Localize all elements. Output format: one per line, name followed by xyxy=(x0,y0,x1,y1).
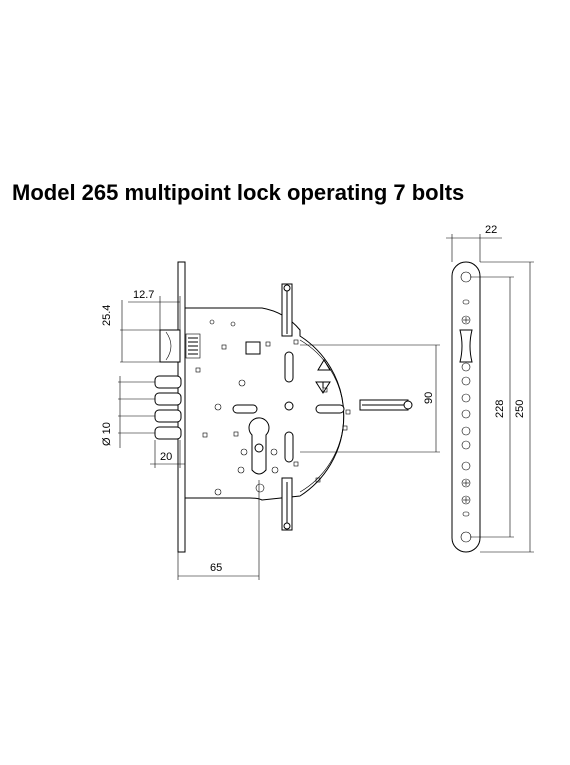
triangle-logo-icon xyxy=(317,359,331,371)
latch-offset-label: 25.4 xyxy=(101,305,113,326)
lock-body xyxy=(154,261,413,553)
latch-window xyxy=(459,329,473,363)
screw-holes xyxy=(195,319,351,496)
vertical-rods xyxy=(281,283,293,531)
latch-bevel xyxy=(165,331,172,361)
strike-dimensions: 22 228 250 xyxy=(446,224,534,553)
case-inner-arc xyxy=(299,339,344,493)
strike-screws xyxy=(461,315,471,505)
slot-left xyxy=(232,404,258,414)
pin-logo-icon xyxy=(315,381,331,394)
page-title: Model 265 multipoint lock operating 7 bo… xyxy=(12,180,465,205)
backset-label: 65 xyxy=(210,562,222,574)
latch-bolt xyxy=(159,329,181,363)
cylinder-screw xyxy=(254,443,264,453)
slot-right xyxy=(315,404,345,414)
bolt-diameter-label: Ø 10 xyxy=(101,422,113,446)
horizontal-rod xyxy=(359,399,413,411)
latch-spring xyxy=(185,333,201,359)
strike-bolt-holes xyxy=(461,362,471,471)
strike-length-label: 250 xyxy=(514,400,526,418)
strike-plate-outline xyxy=(451,261,481,553)
slot-lower xyxy=(284,431,294,463)
bolt-projection-label: 20 xyxy=(160,451,172,463)
round-bolts xyxy=(154,375,182,440)
spindle-hole xyxy=(284,401,294,411)
faceplate xyxy=(177,261,186,553)
strike-plate xyxy=(451,261,481,553)
slot-upper xyxy=(284,351,294,383)
strike-width-label: 22 xyxy=(485,224,497,236)
lock-dimensions: 12.7 25.4 Ø 10 20 65 90 xyxy=(101,289,440,580)
hole-spacing-label: 228 xyxy=(494,400,506,418)
bolt-spacing-label: 90 xyxy=(423,392,435,404)
square-follower xyxy=(245,341,261,355)
latch-height-label: 12.7 xyxy=(133,289,154,301)
